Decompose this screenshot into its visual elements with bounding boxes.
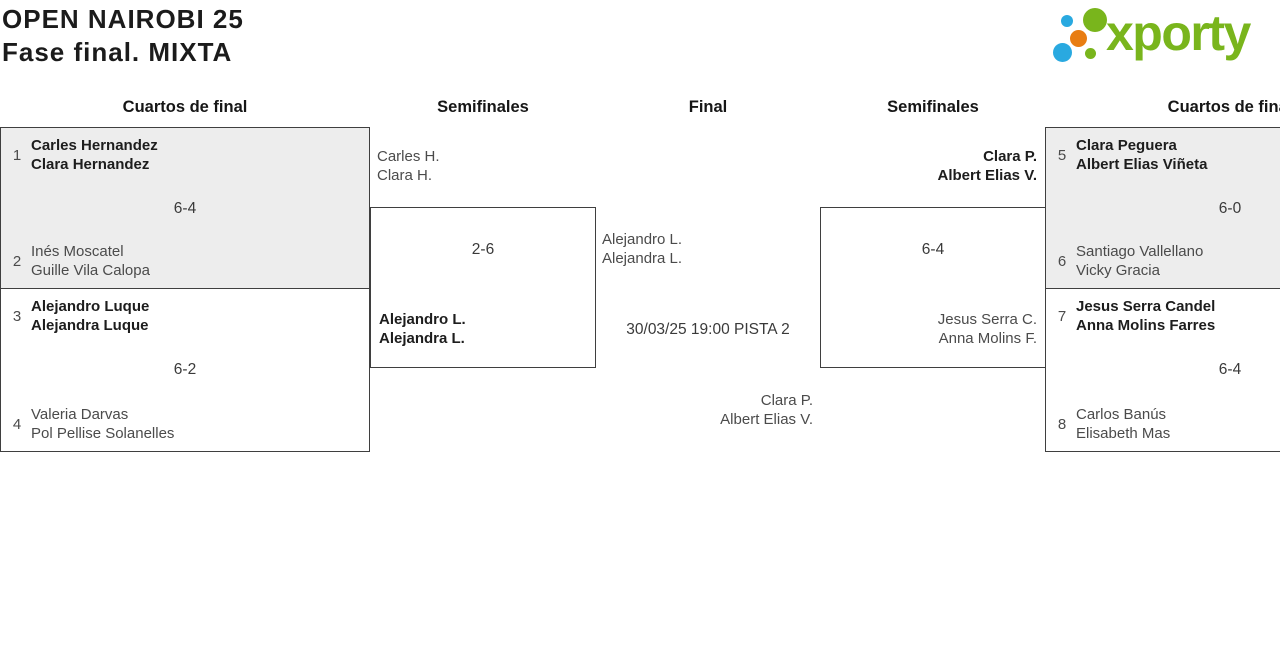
phase-subtitle: Fase final. MIXTA: [2, 37, 233, 67]
team-entry-qf4-team2[interactable]: 8 Carlos Banús Elisabeth Mas: [1054, 405, 1280, 443]
team-names: Inés Moscatel Guille Vila Calopa: [31, 242, 150, 280]
team-names: Clara Peguera Albert Elias Viñeta: [1076, 136, 1207, 174]
logo-dot-orange-icon: [1070, 30, 1087, 47]
match-box-qf3: 5 Clara Peguera Albert Elias Viñeta 6-0 …: [1045, 127, 1280, 289]
team-entry-qf2-team2[interactable]: 4 Valeria Darvas Pol Pellise Solanelles: [9, 405, 361, 443]
seed-number: 4: [12, 415, 22, 433]
team-names: Santiago Vallellano Vicky Gracia: [1076, 242, 1203, 280]
player-name: Carles Hernandez: [31, 137, 158, 154]
player-name: Vicky Gracia: [1076, 262, 1160, 279]
player-name: Santiago Vallellano: [1076, 243, 1204, 260]
match-score: 6-4: [173, 200, 197, 217]
team-entry-qf3-team1[interactable]: 5 Clara Peguera Albert Elias Viñeta: [1054, 136, 1280, 174]
player-name: Albert Elias Viñeta: [1076, 156, 1208, 173]
player-name: Alejandra L.: [602, 250, 683, 267]
team-entry-qf4-team1[interactable]: 7 Jesus Serra Candel Anna Molins Farres: [1054, 297, 1280, 335]
player-name: Alejandro L.: [379, 311, 466, 328]
match-box-qf2: 3 Alejandro Luque Alejandra Luque 6-2 4 …: [0, 288, 370, 452]
xporty-logo[interactable]: xporty: [1053, 5, 1278, 78]
player-name: Jesus Serra C.: [937, 311, 1037, 328]
seed-number: 6: [1057, 252, 1067, 270]
player-name: Alejandra L.: [379, 330, 465, 347]
team-entry-qf3-team2[interactable]: 6 Santiago Vallellano Vicky Gracia: [1054, 242, 1280, 280]
player-name: Clara P.: [983, 148, 1037, 165]
player-name: Alejandro L.: [602, 231, 683, 248]
team-entry-sf2-team1[interactable]: Clara P. Albert Elias V.: [938, 147, 1038, 185]
match-box-sf2: 6-4 Jesus Serra C. Anna Molins F.: [820, 207, 1046, 368]
match-box-qf4: 7 Jesus Serra Candel Anna Molins Farres …: [1045, 288, 1280, 452]
player-name: Carles H.: [377, 148, 440, 165]
player-name: Anna Molins Farres: [1076, 317, 1216, 334]
round-header-semifinals-right: Semifinales: [887, 98, 979, 116]
player-name: Elisabeth Mas: [1076, 425, 1171, 442]
seed-number: 1: [12, 146, 22, 164]
team-names: Carlos Banús Elisabeth Mas: [1076, 405, 1170, 443]
match-score: 2-6: [471, 241, 495, 258]
team-entry-qf1-team2[interactable]: 2 Inés Moscatel Guille Vila Calopa: [9, 242, 361, 280]
logo-wordmark: xporty: [1106, 5, 1251, 61]
logo-dot-green-small-icon: [1085, 48, 1096, 59]
round-header-final: Final: [688, 98, 728, 116]
seed-number: 8: [1057, 415, 1067, 433]
round-header-quarterfinals-left: Cuartos de final: [122, 98, 248, 116]
team-entry-final-team2[interactable]: Clara P. Albert Elias V.: [720, 391, 813, 429]
match-score: 6-0: [1218, 200, 1242, 217]
seed-number: 2: [12, 252, 22, 270]
player-name: Guille Vila Calopa: [31, 262, 150, 279]
player-name: Inés Moscatel: [31, 243, 124, 260]
player-name: Clara Hernandez: [31, 156, 150, 173]
player-name: Clara H.: [377, 167, 433, 184]
team-names: Jesus Serra Candel Anna Molins Farres: [1076, 297, 1215, 335]
player-name: Albert Elias V.: [720, 411, 813, 428]
team-entry-qf2-team1[interactable]: 3 Alejandro Luque Alejandra Luque: [9, 297, 361, 335]
player-name: Jesus Serra Candel: [1076, 298, 1216, 315]
player-name: Pol Pellise Solanelles: [31, 425, 175, 442]
team-entry-sf1-team1[interactable]: Carles H. Clara H.: [377, 147, 440, 185]
player-name: Anna Molins F.: [938, 330, 1037, 347]
logo-dot-blue-small-icon: [1061, 15, 1073, 27]
final-match-schedule: 30/03/25 19:00 PISTA 2: [626, 321, 790, 338]
team-entry-qf1-team1[interactable]: 1 Carles Hernandez Clara Hernandez: [9, 136, 361, 174]
team-names: Carles Hernandez Clara Hernandez: [31, 136, 158, 174]
match-box-qf1: 1 Carles Hernandez Clara Hernandez 6-4 2…: [0, 127, 370, 289]
round-header-quarterfinals-right: Cuartos de final: [1167, 98, 1280, 116]
team-names: Alejandro Luque Alejandra Luque: [31, 297, 149, 335]
player-name: Alejandra Luque: [31, 317, 149, 334]
team-entry-sf1-team2[interactable]: Alejandro L. Alejandra L.: [379, 310, 466, 348]
player-name: Clara P.: [760, 392, 813, 409]
team-entry-sf2-team2[interactable]: Jesus Serra C. Anna Molins F.: [938, 310, 1037, 348]
player-name: Valeria Darvas: [31, 406, 129, 423]
tournament-title: OPEN NAIROBI 25: [2, 4, 244, 34]
logo-dot-blue-large-icon: [1053, 43, 1072, 62]
logo-dot-green-large-icon: [1083, 8, 1107, 32]
match-box-sf1: 2-6 Alejandro L. Alejandra L.: [370, 207, 596, 368]
team-entry-final-team1[interactable]: Alejandro L. Alejandra L.: [602, 230, 682, 268]
player-name: Albert Elias V.: [937, 167, 1038, 184]
seed-number: 5: [1057, 146, 1067, 164]
player-name: Carlos Banús: [1076, 406, 1167, 423]
team-names: Valeria Darvas Pol Pellise Solanelles: [31, 405, 174, 443]
player-name: Alejandro Luque: [31, 298, 150, 315]
round-header-semifinals-left: Semifinales: [437, 98, 529, 116]
seed-number: 7: [1057, 307, 1067, 325]
seed-number: 3: [12, 307, 22, 325]
match-score: 6-4: [921, 241, 945, 258]
match-score: 6-2: [173, 361, 197, 378]
match-score: 6-4: [1218, 361, 1242, 378]
player-name: Clara Peguera: [1076, 137, 1177, 154]
